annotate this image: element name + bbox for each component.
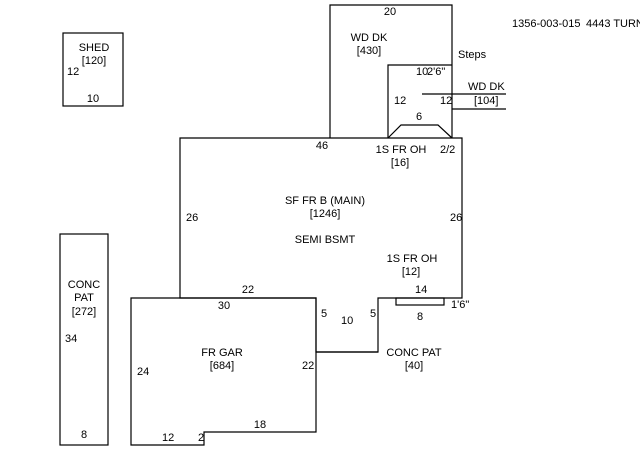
wood-deck-top-outline: [329, 4, 453, 138]
wood-deck-top-name: WD DK: [350, 32, 388, 44]
stairs-outline: [387, 124, 453, 139]
conc-patio-long-name-2: PAT: [74, 292, 94, 304]
address-label: 4443 TURN: [586, 18, 640, 30]
stair-well-outline: [387, 64, 452, 138]
stair-dim-a: 10: [416, 66, 429, 78]
conc-patio-long-dim-side: 34: [65, 333, 78, 345]
garage-dim-left: 24: [137, 366, 150, 378]
garage-dim-right: 22: [302, 360, 315, 372]
garage-dim-bottom-c: 18: [253, 419, 267, 431]
parcel-id: 1356-003-015: [512, 18, 581, 30]
shed-dim-left: 12: [67, 66, 80, 78]
overhang-bottom-outline: [395, 297, 445, 306]
overhang-bottom-dim-side: 1'6": [451, 299, 470, 311]
shed-outline: [62, 32, 124, 107]
main-house-dim-bottom: 22: [241, 284, 255, 296]
conc-patio-long-area: [272]: [71, 306, 97, 318]
conc-patio-long-name-1: CONC: [67, 279, 101, 291]
garage-dim-bottom-b: 2: [198, 432, 205, 444]
overhang-top-name: 1S FR OH: [375, 144, 427, 156]
shed-dim-bottom: 10: [86, 93, 100, 105]
conc-patio-small-dim-c: 5: [370, 308, 377, 320]
overhang-top-dim: 2/2: [440, 144, 456, 156]
overhang-bottom-name: 1S FR OH: [386, 253, 438, 265]
stair-dim-b: 2'6": [427, 66, 446, 78]
overhang-bottom-area: [12]: [401, 266, 421, 278]
shed-name: SHED: [78, 42, 110, 54]
overhang-bottom-dim-top: 14: [415, 284, 428, 296]
main-house-dim-right: 26: [450, 212, 463, 224]
wood-deck-top-area: [430]: [356, 45, 382, 57]
conc-patio-small-name: CONC PAT: [386, 347, 442, 359]
shed-area: [120]: [81, 55, 107, 67]
basement-label: SEMI BSMT: [294, 234, 356, 246]
garage-area: [684]: [209, 360, 235, 372]
wood-deck-small-name: WD DK: [468, 81, 505, 93]
garage-outline: [130, 297, 317, 446]
steps-label: Steps: [458, 49, 487, 61]
stair-dim-right: 12: [440, 95, 453, 107]
conc-patio-small-dim-b: 10: [341, 315, 354, 327]
conc-patio-long-outline: [59, 233, 109, 446]
overhang-bottom-dim-bottom: 8: [417, 311, 424, 323]
main-house-dim-left: 26: [186, 212, 199, 224]
conc-patio-small-dim-a: 5: [321, 308, 328, 320]
stair-dim-left: 12: [394, 95, 407, 107]
overhang-top-area: [16]: [390, 157, 410, 169]
main-house-name: SF FR B (MAIN): [284, 195, 366, 207]
conc-patio-small-area: [40]: [404, 360, 424, 372]
conc-patio-long-dim-bottom: 8: [80, 429, 88, 441]
garage-name: FR GAR: [201, 347, 243, 359]
garage-dim-bottom-a: 12: [162, 432, 175, 444]
garage-dim-top: 30: [217, 300, 231, 312]
wood-deck-small-area: [104]: [474, 95, 499, 107]
stair-dim-step: 6: [415, 111, 423, 123]
wood-deck-top-dim: 20: [383, 6, 397, 18]
main-house-dim-top: 46: [315, 140, 329, 152]
main-house-area: [1246]: [309, 208, 341, 220]
